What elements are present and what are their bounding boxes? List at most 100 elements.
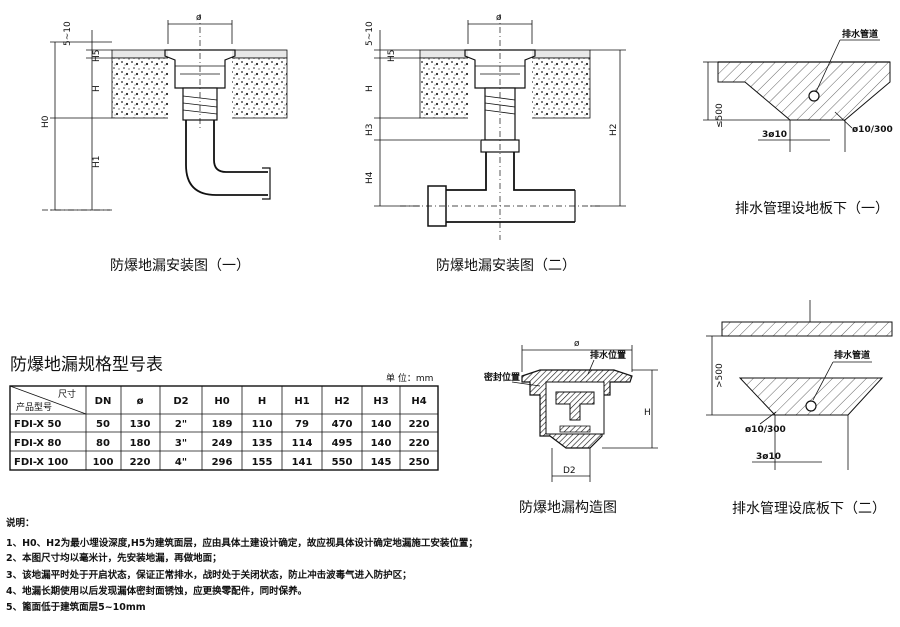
dim-h-5: H [644, 408, 651, 418]
dim-h3: H3 [365, 124, 375, 137]
notes-heading: 说明： [6, 517, 35, 529]
table-cell: 140 [371, 419, 392, 430]
table-model-cell: FDI-X 100 [14, 457, 68, 468]
table-cell: 220 [130, 457, 151, 468]
top-slab [721, 321, 893, 337]
dim-h5-2: H5 [387, 50, 397, 63]
drain-body-2 [464, 49, 536, 89]
elbow-pipe-inner [213, 120, 268, 173]
caption-pipe-2: 排水管理设底板下（二） [732, 501, 886, 517]
dim-phi-5: ø [574, 339, 580, 349]
spec-table: 防爆地漏规格型号表 单 位：mm 尺寸 产品型号 DN ø D2 H0 H H1 H2 H3 H… [9, 355, 439, 471]
table-cell: 189 [212, 419, 233, 430]
table-cell: 114 [292, 438, 313, 449]
table-cell: 220 [409, 419, 430, 430]
drain-construction-diagram: ø 密封位置 排水位置 H D2 防爆地漏构造图 [483, 339, 658, 516]
notes: 说明： 1、H0、H2为最小埋设深度,H5为建筑面层，应由具体土建设计确定，故应… [6, 517, 478, 613]
label-pipe-1: 排水管道 [842, 28, 878, 40]
table-cell: 550 [332, 457, 353, 468]
label-seal-position: 密封位置 [483, 371, 520, 383]
corner-model-label: 产品型号 [16, 401, 52, 413]
label-le-500: ≤500 [715, 103, 725, 128]
table-cell: 141 [292, 457, 313, 468]
table-header-cell: H2 [334, 396, 349, 407]
elbow-pipe-outer [185, 120, 268, 196]
table-cell: 495 [332, 438, 353, 449]
table-cell: 135 [252, 438, 273, 449]
dim-h0: H0 [41, 115, 51, 128]
floor-slab-section [717, 61, 891, 121]
table-model-cell: FDI-X 80 [14, 438, 61, 449]
table-cell: 4" [175, 457, 187, 468]
dim-h4: H4 [365, 171, 375, 184]
table-unit: 单 位：mm [386, 372, 433, 384]
pipe-circle [808, 90, 820, 102]
note-3: 3、该地漏平时处于开启状态，保证正常排水，战时处于关闭状态，防止冲击波毒气进入防… [6, 569, 412, 581]
dim-h5: H5 [92, 50, 102, 63]
note-2: 2、本图尺寸均以毫米计，先安装地漏，再做地面； [6, 552, 222, 564]
table-cell: 3" [175, 438, 187, 449]
table-cell: 2" [175, 419, 187, 430]
label-rebar-2: 3ø10 [756, 452, 781, 462]
table-cell: 155 [252, 457, 273, 468]
install-diagram-2: ø 5~10 H5 H H3 H4 H2 防爆地漏安装图（二） [365, 13, 626, 274]
dim-h-2: H [365, 85, 375, 92]
table-cell: 50 [96, 419, 110, 430]
table-cell: 130 [130, 419, 151, 430]
table-cell: 145 [371, 457, 392, 468]
label-water-position: 排水位置 [590, 349, 626, 361]
label-rebar-1: 3ø10 [762, 130, 787, 140]
table-model-cell: FDI-X 50 [14, 419, 61, 430]
note-1: 1、H0、H2为最小埋设深度,H5为建筑面层，应由具体土建设计确定，故应视具体设… [6, 537, 478, 549]
table-cell: 470 [332, 419, 353, 430]
table-cell: 249 [212, 438, 233, 449]
dim-phi: ø [196, 13, 202, 23]
table-header-cell: H4 [411, 396, 426, 407]
table-title: 防爆地漏规格型号表 [10, 355, 163, 375]
drain-body [164, 49, 236, 89]
install-diagram-1: ø 5~10 H5 H H0 H1 防爆地漏安装图（一） [41, 13, 288, 274]
caption-construction: 防爆地漏构造图 [519, 500, 617, 516]
dim-phi-2: ø [496, 13, 502, 23]
table-header-cell: H0 [214, 396, 229, 407]
dim-d2: D2 [563, 466, 576, 476]
corner-diagonal [9, 385, 87, 415]
table-cell: 79 [295, 419, 309, 430]
table-header-cell: DN [95, 396, 112, 407]
table-cell: 180 [130, 438, 151, 449]
table-header-cell: H3 [373, 396, 388, 407]
table-cell: 140 [371, 438, 392, 449]
table-header-row: DN ø D2 H0 H H1 H2 H3 H4 [95, 396, 427, 407]
valve-core [555, 391, 595, 421]
dim-h1: H1 [92, 156, 102, 169]
label-pipe-2: 排水管道 [834, 349, 870, 361]
table-cell: 100 [93, 457, 114, 468]
table-header-cell: D2 [173, 396, 188, 407]
caption-install-2: 防爆地漏安装图（二） [436, 258, 576, 274]
dim-gap-2: 5~10 [365, 21, 375, 46]
table-cell: 296 [212, 457, 233, 468]
label-spec-1: ø10/300 [852, 125, 893, 135]
table-cell: 250 [409, 457, 430, 468]
table-cell: 80 [96, 438, 110, 449]
note-5: 5、篦面低于建筑面层5~10mm [6, 601, 146, 613]
caption-pipe-1: 排水管理设地板下（一） [735, 201, 889, 217]
caption-install-1: 防爆地漏安装图（一） [110, 258, 250, 274]
dim-h2: H2 [609, 124, 619, 137]
dim-h: H [92, 85, 102, 92]
label-gt-500: >500 [715, 363, 725, 388]
table-header-cell: H1 [294, 396, 309, 407]
table-header-cell: ø [137, 396, 144, 407]
table-cell: 110 [252, 419, 273, 430]
table-cell: 220 [409, 438, 430, 449]
corner-size-label: 尺寸 [58, 388, 76, 400]
dim-gap: 5~10 [63, 21, 73, 46]
note-4: 4、地漏长期使用以后发现漏体密封面锈蚀，应更换零配件，同时保养。 [6, 585, 307, 597]
pipe-circle-2 [805, 400, 817, 412]
pipe-under-base-2: 排水管道 >500 ø10/300 3ø10 排水管理设底板下（二） [706, 300, 893, 517]
label-spec-2: ø10/300 [745, 425, 786, 435]
table-header-cell: H [258, 396, 266, 407]
pipe-under-floor-1: 排水管道 ≤500 ø10/300 3ø10 排水管理设地板下（一） [703, 28, 893, 217]
